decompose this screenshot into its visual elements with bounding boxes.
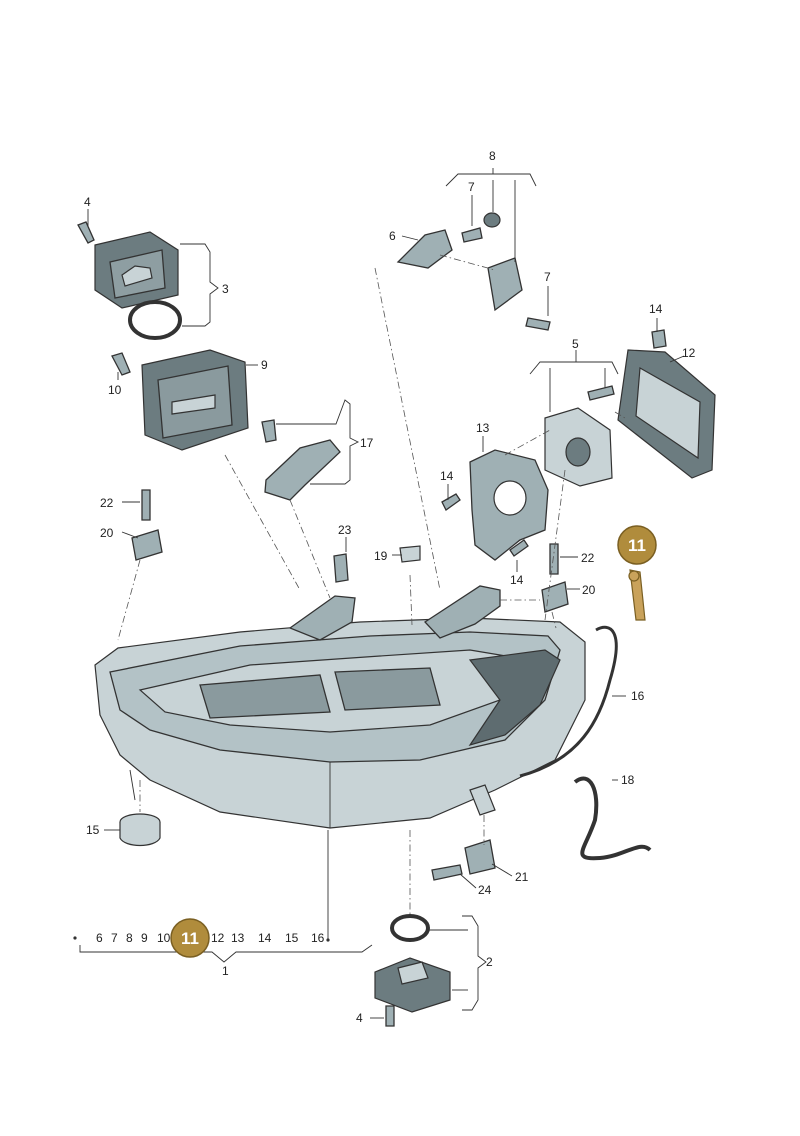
highlight-badge-part-11[interactable]: 11 <box>617 525 657 565</box>
assembly-lines <box>117 254 626 916</box>
label-8: 8 <box>489 149 496 163</box>
part-3-seal-ring[interactable] <box>128 300 182 340</box>
part-5-projector[interactable] <box>544 407 613 487</box>
part-14-screw-low[interactable] <box>509 539 529 557</box>
label-22-right: 22 <box>581 551 595 565</box>
label-9: 9 <box>261 358 268 372</box>
label-18: 18 <box>621 773 635 787</box>
part-4-screw-bottom[interactable] <box>385 1005 395 1027</box>
part-8-bracket[interactable] <box>487 257 523 312</box>
highlight-badge-list[interactable]: 11 <box>170 918 210 958</box>
label-2: 2 <box>486 955 493 969</box>
part-22-screw-right[interactable] <box>549 543 559 575</box>
part-16-seal[interactable] <box>519 625 618 778</box>
label-15: 15 <box>86 823 100 837</box>
list-item: 13 <box>231 931 245 945</box>
part-4-screw-top[interactable] <box>77 221 95 244</box>
label-4-bottom: 4 <box>356 1011 363 1025</box>
part-22-screw-left[interactable] <box>141 489 151 521</box>
label-24: 24 <box>478 883 492 897</box>
list-item: 16 <box>311 931 325 945</box>
label-12: 12 <box>682 346 696 360</box>
part-14-screw-right[interactable] <box>651 329 667 349</box>
list-item: 9 <box>141 931 148 945</box>
part-20-clip-left[interactable] <box>131 529 163 561</box>
part-23-screw[interactable] <box>333 553 349 583</box>
list-item: 14 <box>258 931 272 945</box>
label-20-right: 20 <box>582 583 596 597</box>
label-4-top: 4 <box>84 195 91 209</box>
label-14-top-right: 14 <box>649 302 663 316</box>
label-14-low: 14 <box>510 573 524 587</box>
part-6-actuator[interactable] <box>396 229 453 269</box>
part-20-clip-right[interactable] <box>541 581 569 613</box>
leader-lines <box>73 168 685 1019</box>
list-item: 12 <box>211 931 225 945</box>
label-1: 1 <box>222 964 229 978</box>
part-17-bracket[interactable] <box>264 439 341 501</box>
part-14-screw-mid[interactable] <box>441 493 461 511</box>
label-10: 10 <box>108 383 122 397</box>
part-17-screw[interactable] <box>261 419 277 443</box>
label-19: 19 <box>374 549 388 563</box>
label-6: 6 <box>389 229 396 243</box>
label-13: 13 <box>476 421 490 435</box>
part-18-tube[interactable] <box>573 776 652 861</box>
part-15-cap[interactable] <box>119 813 161 847</box>
list-item: 6 <box>96 931 103 945</box>
label-16: 16 <box>631 689 645 703</box>
label-20-left: 20 <box>100 526 114 540</box>
list-item: 7 <box>111 931 118 945</box>
headlamp-housing[interactable] <box>94 585 586 829</box>
part-13-bracket[interactable] <box>469 449 549 561</box>
part-12-cover[interactable] <box>617 349 716 479</box>
list-item: 10 <box>157 931 171 945</box>
part-2-control-unit[interactable] <box>374 957 451 1013</box>
label-22-left: 22 <box>100 496 114 510</box>
list-item: 8 <box>126 931 133 945</box>
part-5-screw[interactable] <box>587 385 615 401</box>
part-21-clip[interactable] <box>464 839 496 875</box>
label-17: 17 <box>360 436 374 450</box>
callout-labels: 4 3 9 10 17 22 20 23 19 8 7 6 7 5 14 12 … <box>84 149 696 1025</box>
label-5: 5 <box>572 337 579 351</box>
label-14-mid: 14 <box>440 469 454 483</box>
part-10-screw[interactable] <box>111 352 131 376</box>
label-21: 21 <box>515 870 529 884</box>
part-19-cap[interactable] <box>399 545 421 563</box>
list-item: 15 <box>285 931 299 945</box>
label-11: 11 <box>628 536 646 555</box>
label-7-top: 7 <box>468 180 475 194</box>
part-7-screw-a[interactable] <box>461 227 483 243</box>
part-8-nut[interactable] <box>483 212 501 228</box>
part-11-gasket-highlight[interactable] <box>628 569 646 621</box>
assembly-parts-list: 6 7 8 9 10 12 13 14 15 16 <box>96 931 325 945</box>
label-7-right: 7 <box>544 270 551 284</box>
label-23: 23 <box>338 523 352 537</box>
part-9-led-module[interactable] <box>141 349 249 451</box>
part-2-seal-ring[interactable] <box>390 914 430 942</box>
part-3-control-unit[interactable] <box>94 231 179 309</box>
badge-text: 11 <box>181 929 199 948</box>
part-7-screw-b[interactable] <box>525 317 551 331</box>
part-24-screw[interactable] <box>431 864 463 881</box>
label-3: 3 <box>222 282 229 296</box>
